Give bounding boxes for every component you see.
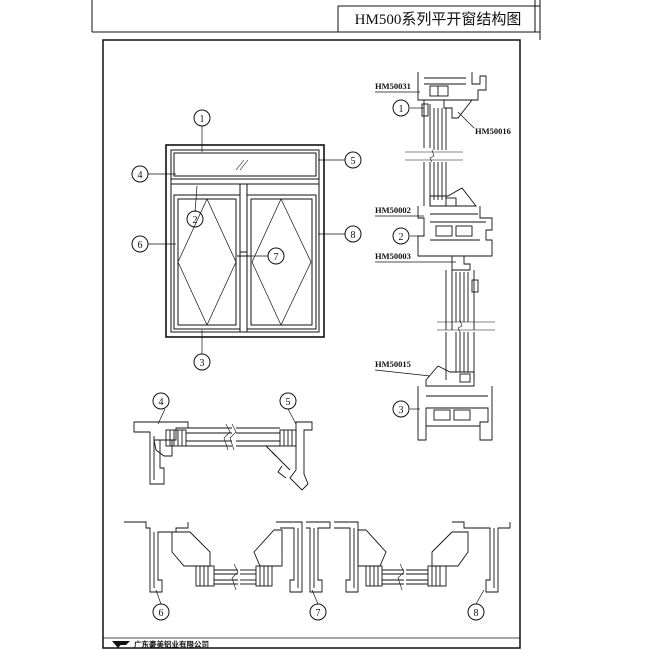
elevation-callout-5: 5: [344, 151, 362, 169]
section-callout-6: 6: [152, 589, 170, 621]
elevation-leaders: [148, 126, 345, 354]
callout-label: 6: [159, 608, 164, 619]
profile-code-top-frame: HM50031: [375, 81, 411, 91]
elevation-callout-1: 1: [193, 109, 211, 127]
section-callout-7: 7: [309, 589, 327, 621]
elevation-callout-3: 3: [193, 353, 211, 371]
vertical-section-leaders: [374, 91, 475, 410]
profile-code-bottom: HM50015: [375, 359, 411, 369]
section-callout-4: 4: [152, 392, 170, 425]
callout-label: 6: [138, 240, 143, 251]
horizontal-section-6-7-8: [124, 521, 511, 593]
drawing-frame: [102, 39, 521, 649]
callout-label: 1: [200, 114, 205, 125]
profile-code-top-sash: HM50016: [475, 126, 511, 136]
horizontal-section-4-5: [133, 421, 313, 491]
callout-label: 2: [193, 215, 198, 226]
callout-label: 7: [316, 608, 321, 619]
callout-label: 8: [474, 608, 479, 619]
profile-code-transom: HM50002: [375, 205, 411, 215]
elevation-callout-8: 8: [344, 225, 362, 243]
callout-label: 7: [274, 252, 279, 263]
section-callout-2: 2: [392, 227, 410, 245]
company-logo-icon: [112, 641, 130, 648]
section-callout-1: 1: [392, 99, 410, 117]
callout-label: 1: [399, 104, 404, 115]
callout-label: 5: [351, 156, 356, 167]
section-callout-8: 8: [467, 589, 485, 621]
vertical-section: [405, 72, 495, 441]
callout-label: 2: [399, 232, 404, 243]
profile-code-mullion: HM50003: [375, 251, 411, 261]
callout-label: 4: [159, 397, 164, 408]
title-block: HM500系列平开窗结构图: [91, 0, 541, 40]
company-block: 广东豪美铝业有限公司: [103, 637, 520, 649]
callout-label: 8: [351, 230, 356, 241]
elevation-callout-4: 4: [131, 165, 149, 183]
callout-label: 3: [200, 358, 205, 369]
drawing-title: HM500系列平开窗结构图: [355, 10, 522, 28]
callout-label: 4: [138, 170, 143, 181]
section-callout-3: 3: [392, 400, 410, 418]
company-name: 广东豪美铝业有限公司: [134, 639, 209, 649]
elevation-callout-2: 2: [186, 210, 204, 228]
callout-label: 5: [286, 397, 291, 408]
section-callout-5: 5: [279, 392, 297, 425]
window-elevation: [165, 144, 325, 338]
callout-label: 3: [399, 405, 404, 416]
elevation-callout-6: 6: [131, 235, 149, 253]
elevation-callout-7: 7: [267, 247, 285, 265]
